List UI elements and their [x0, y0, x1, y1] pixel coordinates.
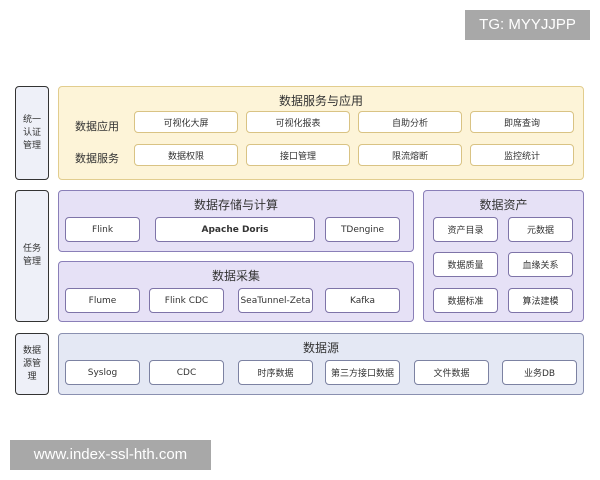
storage-box[interactable]: Flink: [65, 217, 140, 242]
asset-box[interactable]: 数据标准: [433, 288, 498, 313]
asset-box[interactable]: 血缘关系: [508, 252, 573, 277]
sources-panel: 数据源 Syslog CDC 时序数据 第三方接口数据 文件数据 业务DB: [58, 333, 584, 395]
side-label-source-text: 数据源管理: [22, 345, 41, 382]
storage-title: 数据存储与计算: [193, 198, 278, 212]
service-box[interactable]: 可视化大屏: [134, 111, 238, 133]
row-label-services: 数据服务: [75, 152, 119, 165]
service-box[interactable]: 即席查询: [470, 111, 574, 133]
storage-panel: 数据存储与计算 Flink Apache Doris TDengine: [58, 190, 414, 252]
watermark-bottom: www.index-ssl-hth.com: [10, 440, 211, 470]
source-box[interactable]: 业务DB: [502, 360, 577, 385]
collection-title: 数据采集: [211, 269, 260, 283]
side-label-source: 数据源管理: [15, 333, 49, 395]
service-box[interactable]: 监控统计: [470, 144, 574, 166]
source-box[interactable]: 时序数据: [238, 360, 313, 385]
collection-box[interactable]: Flink CDC: [149, 288, 224, 313]
service-box[interactable]: 可视化报表: [246, 111, 350, 133]
side-label-task-text: 任务管理: [22, 244, 41, 267]
service-box[interactable]: 自助分析: [358, 111, 462, 133]
asset-box[interactable]: 资产目录: [433, 217, 498, 242]
side-label-auth: 统一认证管理: [15, 86, 49, 180]
storage-box[interactable]: TDengine: [325, 217, 400, 242]
source-box[interactable]: 第三方接口数据: [325, 360, 400, 385]
asset-box[interactable]: 算法建模: [508, 288, 573, 313]
side-label-task: 任务管理: [15, 190, 49, 322]
sources-title: 数据源: [302, 341, 339, 355]
service-box[interactable]: 限流熔断: [358, 144, 462, 166]
service-box[interactable]: 数据权限: [134, 144, 238, 166]
side-label-auth-text: 统一认证管理: [22, 114, 41, 151]
collection-box[interactable]: Flume: [65, 288, 140, 313]
assets-title: 数据资产: [479, 198, 528, 212]
source-box[interactable]: 文件数据: [414, 360, 489, 385]
source-box[interactable]: CDC: [149, 360, 224, 385]
storage-box[interactable]: Apache Doris: [155, 217, 315, 242]
asset-box[interactable]: 数据质量: [433, 252, 498, 277]
service-layer-title: 数据服务与应用: [278, 94, 363, 108]
assets-panel: 数据资产 资产目录 元数据 数据质量 血缘关系 数据标准 算法建模: [423, 190, 584, 322]
service-layer-panel: 数据服务与应用 数据应用 可视化大屏 可视化报表 自助分析 即席查询 数据服务 …: [58, 86, 584, 180]
collection-box[interactable]: Kafka: [325, 288, 400, 313]
watermark-top: TG: MYYJJPP: [465, 10, 590, 40]
asset-box[interactable]: 元数据: [508, 217, 573, 242]
collection-panel: 数据采集 Flume Flink CDC SeaTunnel-Zeta Kafk…: [58, 261, 414, 322]
service-box[interactable]: 接口管理: [246, 144, 350, 166]
source-box[interactable]: Syslog: [65, 360, 140, 385]
row-label-apps: 数据应用: [75, 120, 119, 133]
collection-box[interactable]: SeaTunnel-Zeta: [238, 288, 313, 313]
